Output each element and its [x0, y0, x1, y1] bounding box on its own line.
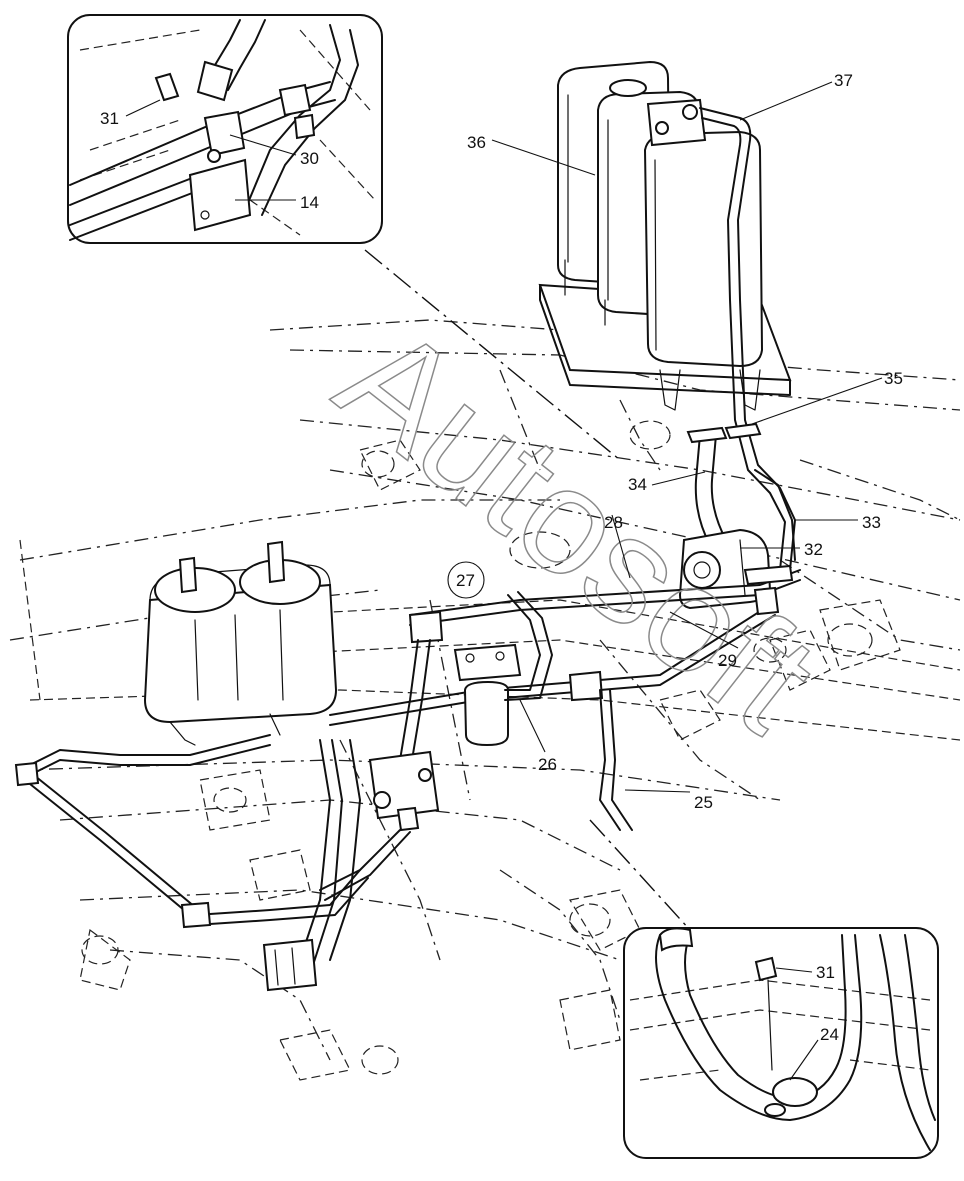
detail-view-leaders — [364, 249, 691, 931]
callout-30: 30 — [300, 149, 319, 168]
callout-labels: 31 30 14 36 37 35 34 28 33 32 27 29 26 2… — [100, 71, 903, 1044]
left-hose-runs — [14, 734, 369, 992]
callout-36: 36 — [467, 133, 486, 152]
filter-assembly — [399, 591, 633, 831]
suction-hose — [686, 422, 762, 546]
detail-view-bottom — [623, 927, 939, 1159]
pressure-lines — [329, 564, 801, 726]
callout-35: 35 — [884, 369, 903, 388]
callout-31-bottom: 31 — [816, 963, 835, 982]
callout-31-top: 31 — [100, 109, 119, 128]
callout-32: 32 — [804, 540, 823, 559]
callout-27: 27 — [456, 571, 475, 590]
callout-14: 14 — [300, 193, 319, 212]
hose-33 — [754, 469, 796, 561]
callout-leaders — [447, 81, 883, 793]
callout-26: 26 — [538, 755, 557, 774]
detail-view-top — [67, 14, 383, 244]
callout-37: 37 — [834, 71, 853, 90]
callout-34: 34 — [628, 475, 647, 494]
callout-29: 29 — [718, 651, 737, 670]
fuel-tank — [538, 60, 792, 411]
callout-24: 24 — [820, 1025, 839, 1044]
callout-28: 28 — [604, 513, 623, 532]
callout-25: 25 — [694, 793, 713, 812]
hydraulic-reservoir — [143, 540, 338, 746]
callout-33: 33 — [862, 513, 881, 532]
